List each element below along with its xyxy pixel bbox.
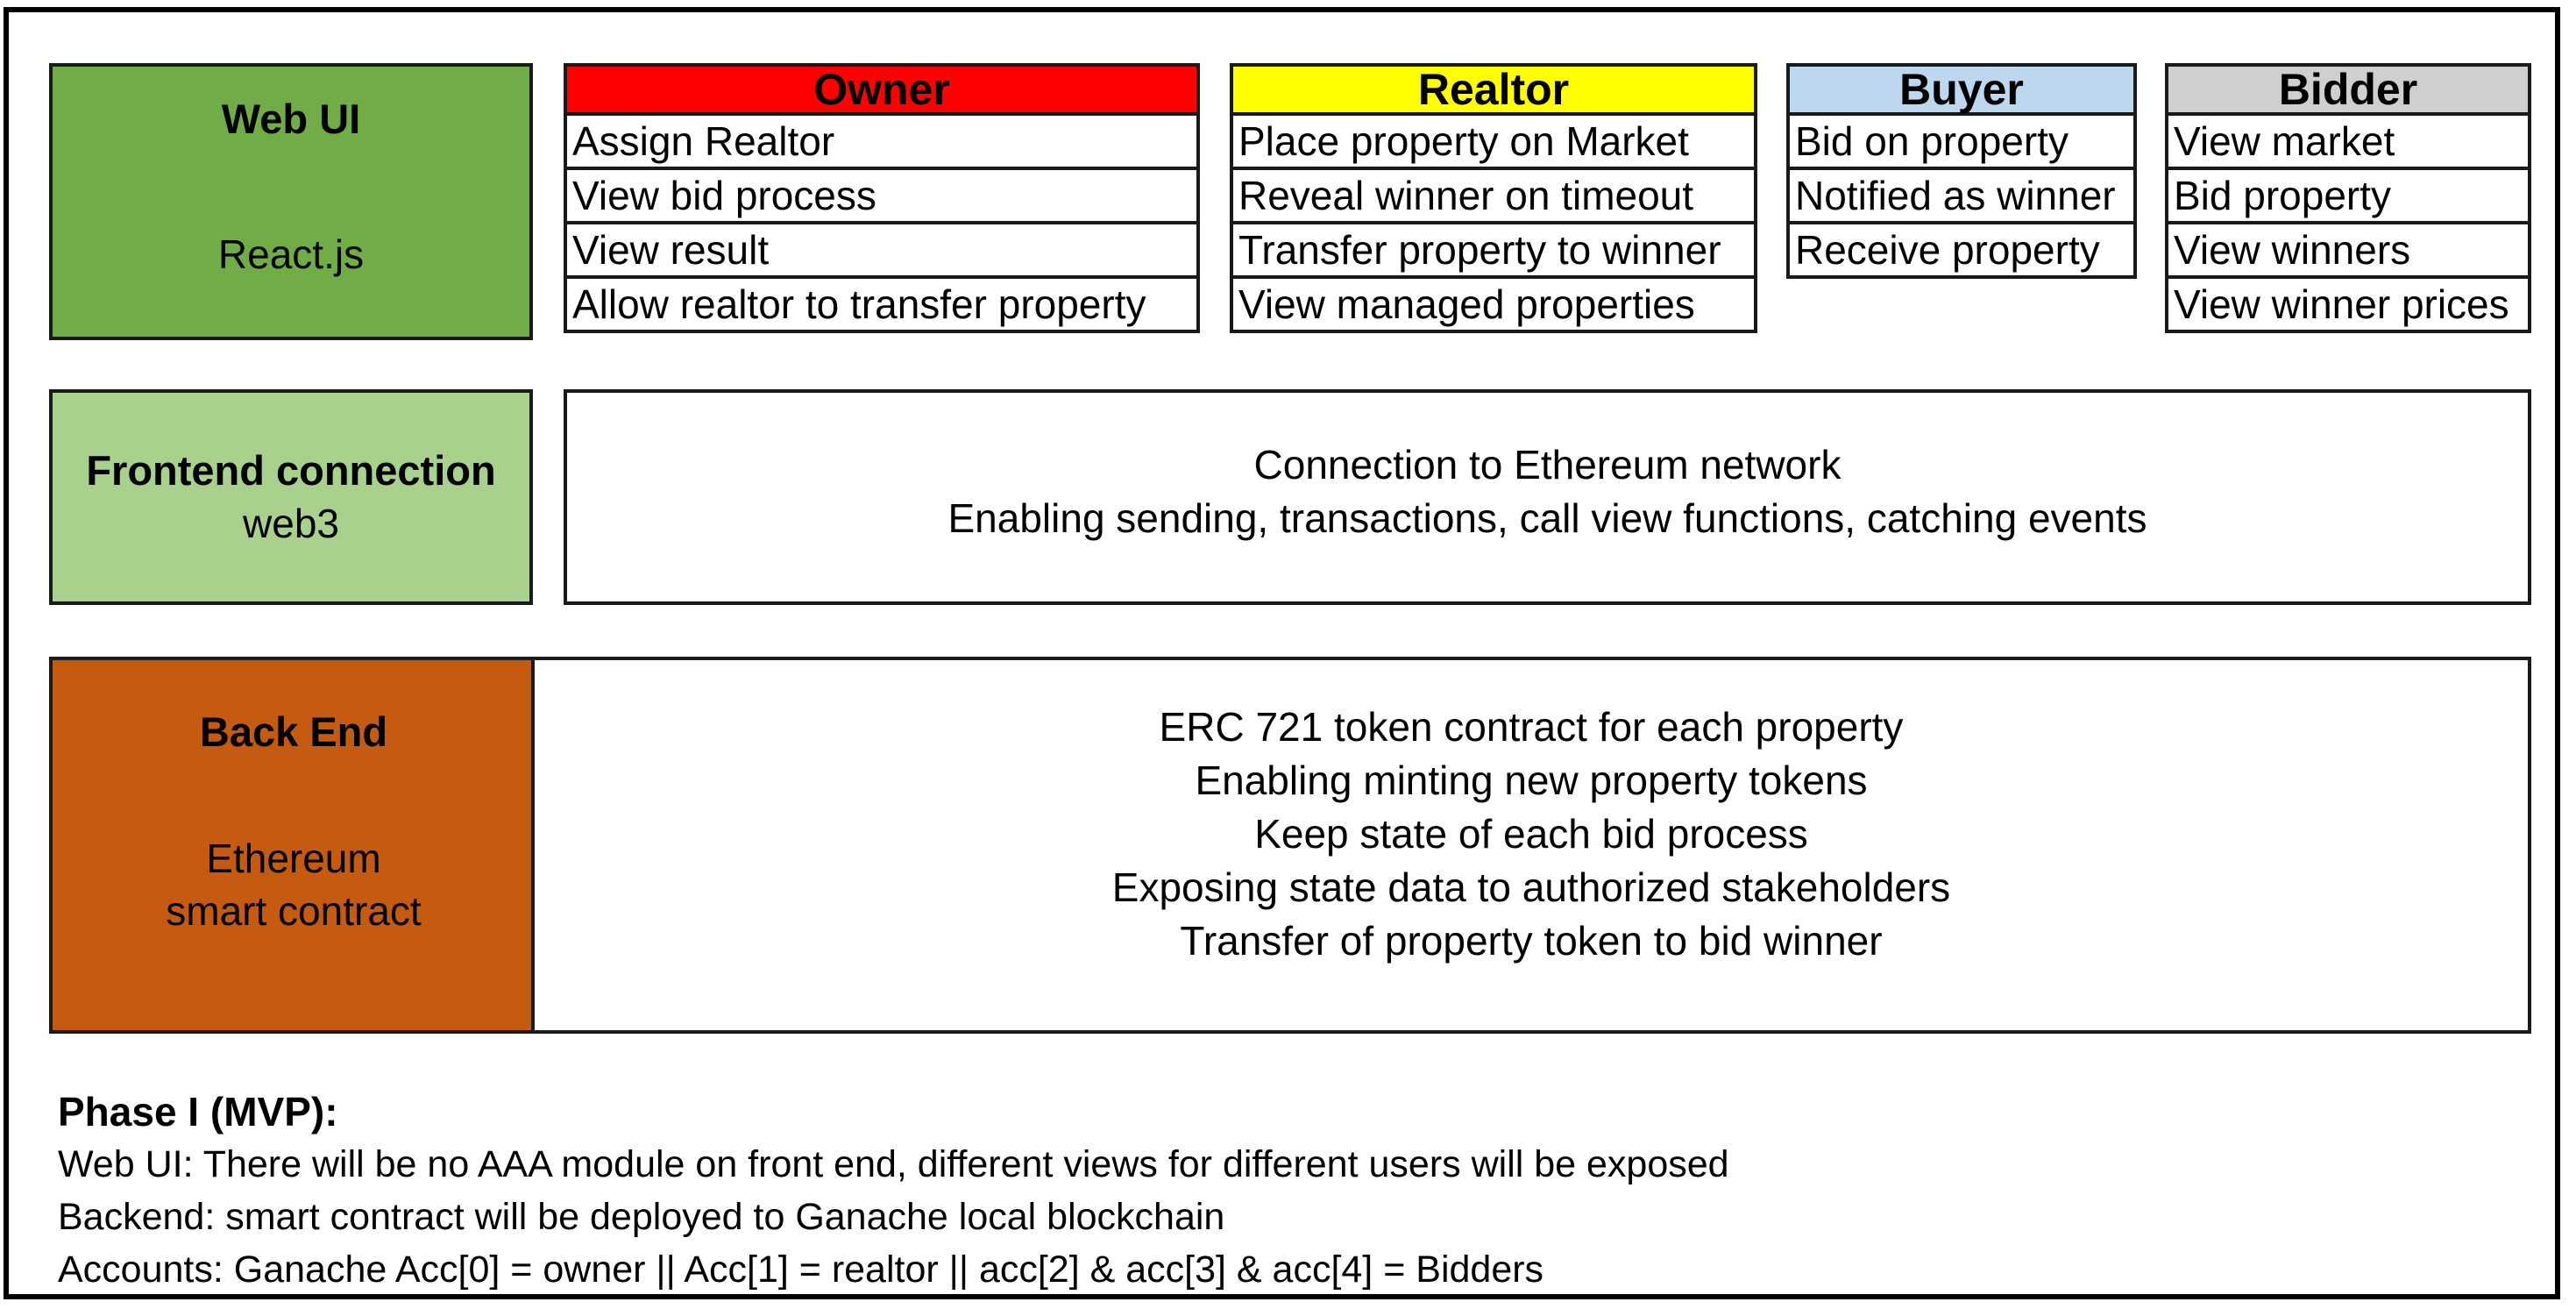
web-ui-title: Web UI <box>221 96 361 142</box>
frontend-description-box: Connection to Ethereum network Enabling … <box>564 389 2531 605</box>
role-item: Bid on property <box>1786 116 2137 170</box>
role-header-realtor: Realtor <box>1230 63 1757 116</box>
web-ui-layer-box: Web UI React.js <box>49 63 533 340</box>
role-item: Bid property <box>2165 170 2531 224</box>
role-item: View market <box>2165 116 2531 170</box>
role-item: View bid process <box>564 170 1200 224</box>
phase-note-line: Accounts: Ganache Acc[0] = owner || Acc[… <box>58 1248 1544 1291</box>
frontend-description-line: Enabling sending, transactions, call vie… <box>947 495 2147 541</box>
back-end-description-line: Exposing state data to authorized stakeh… <box>1111 864 1951 910</box>
back-end-description-line: Enabling minting new property tokens <box>1195 757 1868 803</box>
back-end-tech-line: Ethereum <box>206 836 381 881</box>
frontend-connection-tech: web3 <box>243 501 339 546</box>
role-item: Assign Realtor <box>564 116 1200 170</box>
frontend-connection-title: Frontend connection <box>86 447 496 494</box>
phase-notes: Phase I (MVP): Web UI: There will be no … <box>58 1085 2530 1296</box>
role-header-buyer: Buyer <box>1786 63 2137 116</box>
back-end-layer-box: Back End Ethereum smart contract <box>49 657 535 1034</box>
back-end-description-line: ERC 721 token contract for each property <box>1159 703 1904 750</box>
role-item: View result <box>564 224 1200 279</box>
back-end-description-box: ERC 721 token contract for each property… <box>531 657 2531 1034</box>
back-end-tech-line: smart contract <box>166 888 422 934</box>
role-item: Notified as winner <box>1786 170 2137 224</box>
role-item: View managed properties <box>1230 279 1757 333</box>
frontend-connection-layer-box: Frontend connection web3 <box>49 389 533 605</box>
role-item: Place property on Market <box>1230 116 1757 170</box>
role-item: View winner prices <box>2165 279 2531 333</box>
phase-note-line: Web UI: There will be no AAA module on f… <box>58 1143 1729 1185</box>
role-item: Transfer property to winner <box>1230 224 1757 279</box>
role-item: Receive property <box>1786 224 2137 279</box>
phase-title: Phase I (MVP): <box>58 1089 338 1135</box>
role-header-bidder: Bidder <box>2165 63 2531 116</box>
back-end-title: Back End <box>199 708 388 755</box>
role-header-owner: Owner <box>564 63 1200 116</box>
role-item: Reveal winner on timeout <box>1230 170 1757 224</box>
role-item: Allow realtor to transfer property <box>564 279 1200 333</box>
role-item: View winners <box>2165 224 2531 279</box>
back-end-description-line: Transfer of property token to bid winner <box>1180 917 1883 964</box>
diagram-frame <box>4 7 2560 1299</box>
web-ui-tech: React.js <box>217 231 365 277</box>
phase-note-line: Backend: smart contract will be deployed… <box>58 1196 1225 1238</box>
back-end-description-line: Keep state of each bid process <box>1254 810 1808 857</box>
frontend-description-line: Connection to Ethereum network <box>1253 442 1842 487</box>
